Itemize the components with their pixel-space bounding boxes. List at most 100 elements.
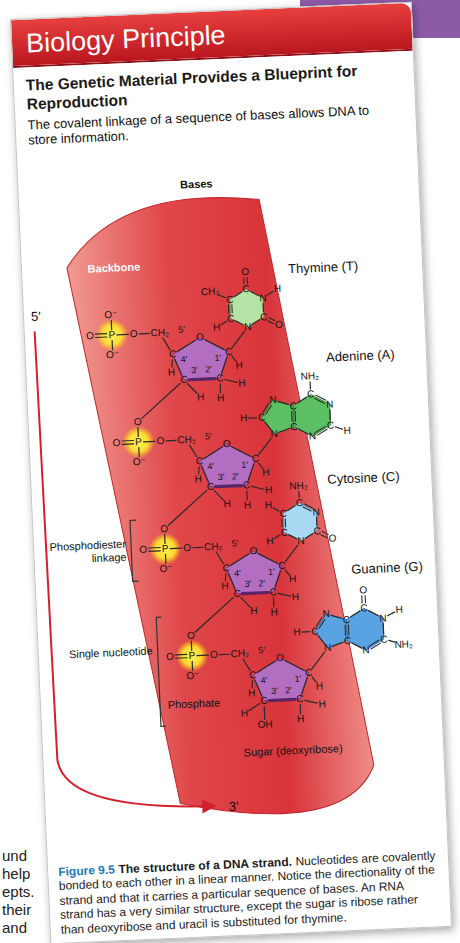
chemical-bond <box>144 441 155 443</box>
atom-symbol: C <box>360 603 368 613</box>
chemical-bond <box>300 705 302 714</box>
phosphate-glow <box>95 318 128 351</box>
atom-symbol: H <box>221 581 229 591</box>
chemical-bond <box>225 379 237 383</box>
chemical-bond <box>316 395 326 401</box>
chemical-bond <box>248 704 260 711</box>
atom-symbol: H <box>297 714 305 724</box>
atom-symbol: CH₂ <box>204 541 223 552</box>
atom-symbol: N <box>271 429 279 439</box>
chemical-bond <box>122 443 133 445</box>
atom-symbol: N <box>259 293 267 303</box>
atom-symbol: H <box>274 284 282 294</box>
atom-symbol: C <box>307 389 315 399</box>
chemical-bond <box>149 547 160 549</box>
end-label: 5′ <box>31 310 41 325</box>
header-band: Biology Principle <box>11 3 413 68</box>
atom-symbol: N <box>322 609 330 619</box>
carbon-number: 1′ <box>268 568 275 577</box>
atom-symbol: O⁻ <box>104 310 117 321</box>
chemical-bond <box>278 401 289 405</box>
atom-symbol: C <box>278 561 286 571</box>
phosphate-glow <box>175 639 208 672</box>
chemical-bond <box>312 677 316 683</box>
atom-symbol: O <box>166 652 174 662</box>
atom-symbol: H <box>292 592 300 602</box>
chemical-bond <box>268 321 274 325</box>
atom-symbol: C <box>226 294 234 304</box>
chemical-bond <box>231 331 245 347</box>
chemical-bond <box>241 597 250 608</box>
base-name: Guanine (G) <box>351 560 423 578</box>
atom-symbol: N <box>312 507 320 517</box>
atom-symbol: H <box>238 378 246 388</box>
chemical-bond <box>297 397 306 403</box>
chemical-bond <box>361 596 362 603</box>
atom-symbol: H <box>168 367 176 377</box>
chemical-bond <box>299 429 308 435</box>
atom-symbol: O <box>241 267 249 277</box>
chemical-bond <box>216 552 223 564</box>
atom-symbol: C <box>343 614 351 624</box>
chemical-bond <box>163 338 170 350</box>
chemical-bond <box>267 292 273 296</box>
chemical-bond <box>247 278 248 284</box>
carbon-number: 4′ <box>261 676 268 685</box>
chemical-bond <box>389 640 395 642</box>
chemical-bond <box>138 447 140 456</box>
chemical-bond <box>316 618 322 627</box>
chemical-bond <box>248 464 255 480</box>
atom-symbol: H <box>316 681 324 691</box>
carbon-number: 2′ <box>232 472 239 481</box>
carbon-number: 2′ <box>285 686 292 695</box>
atom-symbol: P <box>108 330 115 340</box>
chemical-bond <box>242 592 268 593</box>
atom-symbol: O <box>328 533 336 543</box>
chemical-bond <box>235 320 243 325</box>
atom-symbol: C <box>289 401 297 411</box>
atom-symbol: N <box>362 645 370 655</box>
chemical-bond <box>172 360 173 367</box>
phosphate-glow <box>149 532 182 565</box>
chemical-bond <box>257 661 276 673</box>
chemical-bond <box>351 611 360 617</box>
atom-symbol: H <box>265 485 273 495</box>
chemical-bond <box>344 625 346 635</box>
atom-symbol: H <box>217 393 225 403</box>
chemical-bond <box>365 596 366 603</box>
atom-symbol: C <box>260 696 268 706</box>
chemical-bond <box>273 508 279 512</box>
chemical-bond <box>265 422 271 431</box>
chemical-bond <box>287 506 295 511</box>
carbon-number: 1′ <box>241 461 248 470</box>
base-name: Cytosine (C) <box>327 470 400 488</box>
atom-symbol: C <box>296 694 304 704</box>
chemical-bond <box>263 303 265 311</box>
chemical-bond <box>371 643 381 649</box>
chemical-bond <box>305 504 313 509</box>
bracket <box>130 520 139 581</box>
carbon-number: 5′ <box>205 432 212 441</box>
chemical-bond <box>95 336 106 338</box>
atom-symbol: H <box>343 426 351 436</box>
part-label: Bases <box>180 177 213 191</box>
atom-symbol: C <box>296 498 304 508</box>
atom-symbol: C <box>260 312 268 322</box>
chemical-bond <box>285 519 286 527</box>
chemical-bond <box>164 534 166 543</box>
chemical-bond <box>149 550 160 552</box>
atom-symbol: N <box>324 643 332 653</box>
part-label: Single nucleotide <box>66 645 152 661</box>
chemical-bond <box>278 593 290 597</box>
carbon-number: 4′ <box>207 462 214 471</box>
chemical-bond <box>263 404 269 413</box>
atom-symbol: C <box>305 668 313 678</box>
bracket <box>156 617 166 726</box>
atom-symbol: C <box>280 527 288 537</box>
chemical-bond <box>203 447 222 459</box>
atom-symbol: C <box>252 454 260 464</box>
chemical-bond <box>189 379 215 380</box>
atom-symbol: O <box>112 438 120 448</box>
atom-symbol: O <box>196 332 204 342</box>
atom-symbol: O <box>156 436 164 446</box>
